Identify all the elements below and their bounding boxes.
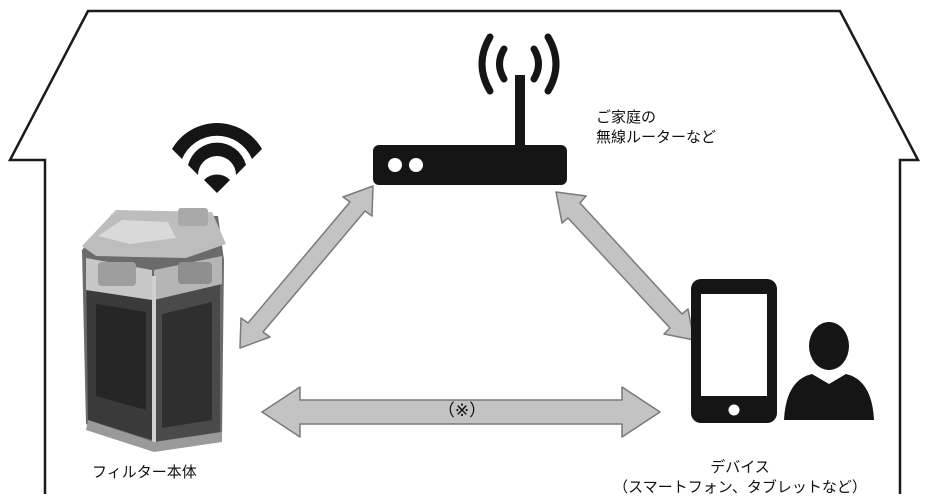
arrow-filter-device bbox=[261, 386, 661, 438]
house-outline bbox=[7, 9, 921, 494]
arrow-router-device bbox=[555, 191, 695, 341]
arrow-filter-router bbox=[239, 185, 374, 349]
router-label-line-2: 無線ルーターなど bbox=[596, 128, 717, 146]
person-icon bbox=[784, 322, 874, 420]
tablet-icon bbox=[691, 279, 777, 423]
device-label: デバイス （スマートフォン、タブレットなど） bbox=[560, 457, 920, 497]
filter-unit-image bbox=[82, 208, 226, 452]
wifi-icon bbox=[172, 123, 262, 193]
router-signal-icon bbox=[478, 33, 560, 95]
device-label-line-2: （スマートフォン、タブレットなど） bbox=[613, 478, 867, 496]
direct-connection-label: （※） bbox=[437, 401, 487, 421]
router-icon bbox=[373, 75, 567, 185]
device-label-line-1: デバイス bbox=[710, 458, 770, 476]
filter-label: フィルター本体 bbox=[92, 463, 197, 481]
router-label-line-1: ご家庭の bbox=[596, 108, 657, 126]
router-label: ご家庭の 無線ルーターなど bbox=[596, 107, 716, 147]
